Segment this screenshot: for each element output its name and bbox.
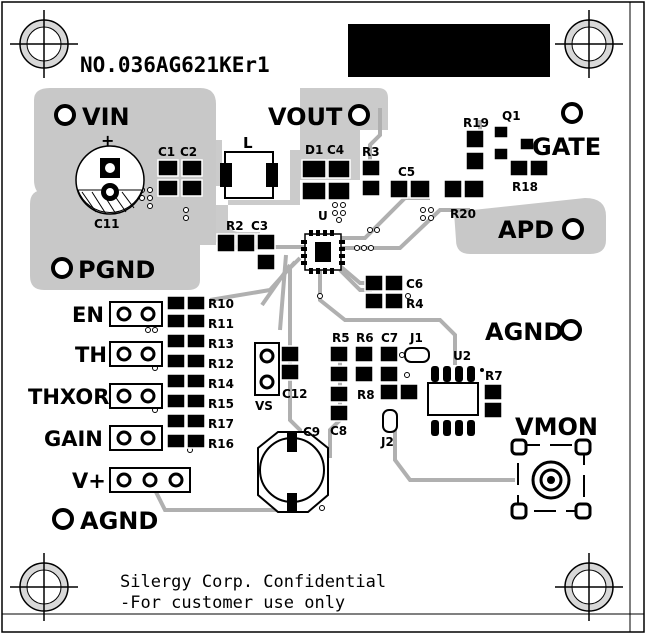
inductor-l <box>220 151 278 199</box>
test-points <box>51 102 584 530</box>
refdes-c6: C6 <box>406 277 423 291</box>
label-vin: VIN <box>82 103 130 131</box>
refdes-c11: C11 <box>94 217 120 231</box>
label-en: EN <box>72 303 104 327</box>
header-th <box>109 341 163 367</box>
header-thxor <box>109 383 163 409</box>
refdes-c7: C7 <box>381 331 398 345</box>
label-vin-plus: + <box>101 131 114 150</box>
ic-u2 <box>427 366 484 436</box>
header-en <box>109 301 163 327</box>
header-vs <box>254 342 280 396</box>
ic-u <box>301 230 345 274</box>
refdes-r8: R8 <box>357 388 375 402</box>
refdes-r2: R2 <box>226 219 244 233</box>
label-agnd-right: AGND <box>485 318 563 346</box>
label-vs: VS <box>255 399 273 413</box>
footer-line1: Silergy Corp. Confidential <box>120 572 386 592</box>
mounting-hole-top-left <box>10 10 78 78</box>
gate-testpoint <box>561 102 583 124</box>
refdes-r13: R13 <box>208 337 234 351</box>
refdes-r10: R10 <box>208 297 234 311</box>
refdes-d1: D1 <box>305 143 323 157</box>
label-vout: VOUT <box>268 103 343 131</box>
refdes-r3: R3 <box>362 145 380 159</box>
refdes-r11: R11 <box>208 317 234 331</box>
refdes-c8: C8 <box>330 424 347 438</box>
agnd-bottom-testpoint <box>52 508 74 530</box>
mounting-hole-bottom-right <box>555 553 623 621</box>
mounting-hole-top-right <box>555 10 623 78</box>
refdes-r5: R5 <box>332 331 350 345</box>
refdes-r18: R18 <box>512 180 538 194</box>
footer-line2: -For customer use only <box>120 593 345 613</box>
refdes-r16: R16 <box>208 437 234 451</box>
refdes-c2: C2 <box>180 145 197 159</box>
label-pgnd: PGND <box>78 256 155 284</box>
apd-testpoint <box>562 218 584 240</box>
c11-capacitor <box>75 145 145 215</box>
label-th: TH <box>75 343 107 367</box>
refdes-c3: C3 <box>251 219 268 233</box>
label-vmon: VMON <box>515 413 598 441</box>
refdes-c4: C4 <box>327 143 344 157</box>
c9-capacitor <box>257 431 329 513</box>
refdes-r12: R12 <box>208 357 234 371</box>
refdes-u: U <box>318 209 328 223</box>
refdes-r17: R17 <box>208 417 234 431</box>
part-number: NO.036AG621KEr1 <box>80 53 270 77</box>
header-gain <box>109 425 163 451</box>
mounting-hole-bottom-left <box>10 553 78 621</box>
label-block <box>348 24 550 77</box>
agnd-right-testpoint <box>560 319 582 341</box>
label-vplus: V+ <box>72 469 106 493</box>
vout-testpoint <box>348 104 370 126</box>
refdes-j1: J1 <box>409 331 423 345</box>
refdes-r15: R15 <box>208 397 234 411</box>
header-vplus <box>109 467 191 493</box>
refdes-c1: C1 <box>158 145 175 159</box>
label-thxor: THXOR <box>28 385 109 409</box>
label-apd: APD <box>498 216 554 244</box>
refdes-u2: U2 <box>453 349 471 363</box>
jumper-j2 <box>382 409 398 433</box>
refdes-r6: R6 <box>356 331 374 345</box>
refdes-c12: C12 <box>282 387 308 401</box>
label-gain: GAIN <box>44 427 103 451</box>
refdes-r14: R14 <box>208 377 234 391</box>
refdes-r7: R7 <box>485 369 503 383</box>
refdes-c5: C5 <box>398 165 415 179</box>
pgnd-testpoint <box>51 257 73 279</box>
vin-testpoint <box>54 104 76 126</box>
jumper-j1 <box>404 347 430 363</box>
label-agnd-bottom: AGND <box>80 507 158 535</box>
smd-pads <box>157 125 549 449</box>
refdes-j2: J2 <box>380 435 394 449</box>
refdes-l: L <box>243 134 253 152</box>
refdes-r19: R19 <box>463 116 489 130</box>
refdes-r4: R4 <box>406 297 424 311</box>
label-gate: GATE <box>532 133 601 161</box>
refdes-q1: Q1 <box>502 109 521 123</box>
vmon-connector <box>510 438 592 520</box>
refdes-r20: R20 <box>450 207 476 221</box>
refdes-c9: C9 <box>303 425 320 439</box>
